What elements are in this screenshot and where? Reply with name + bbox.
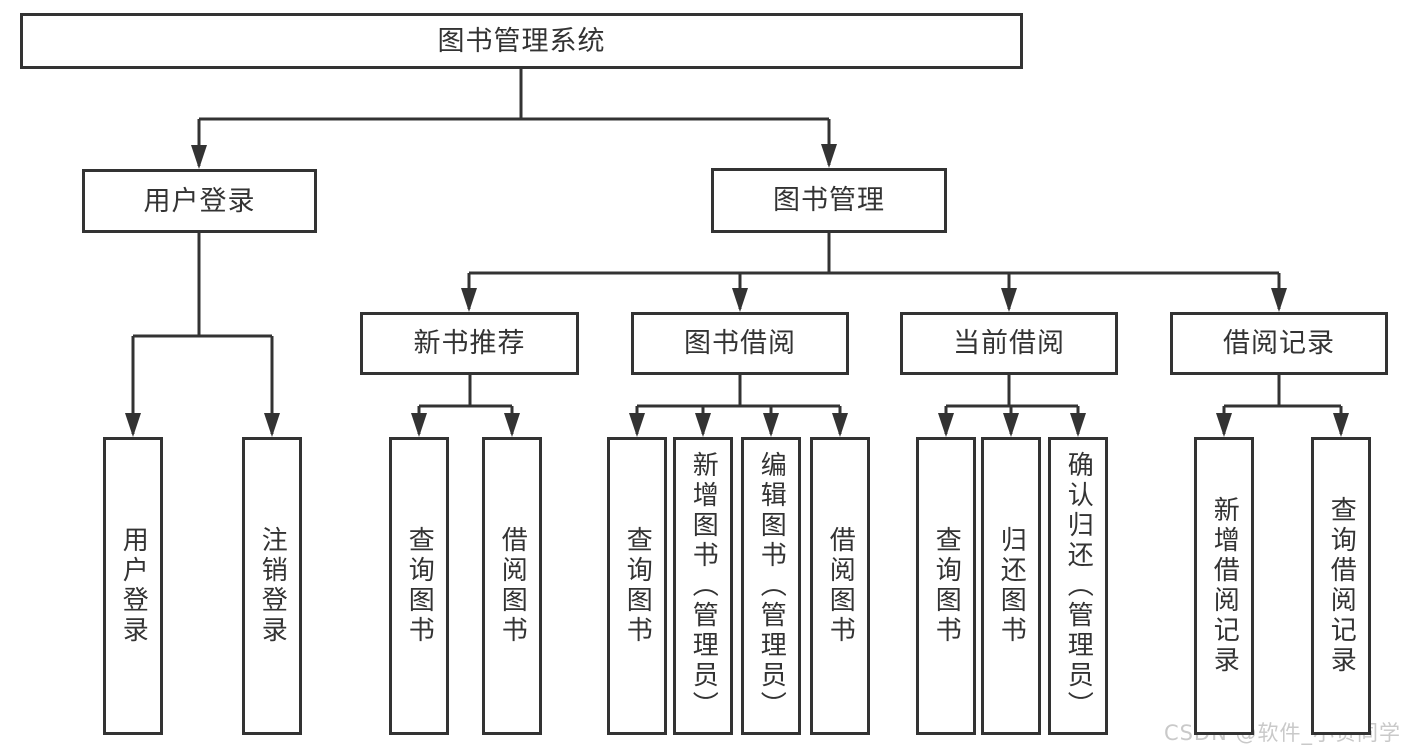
arrowhead-down-icon bbox=[125, 413, 141, 437]
arrowhead-down-icon bbox=[763, 413, 779, 437]
user-login-node: 用户登录 bbox=[82, 169, 317, 233]
leaf-query-books-recommend-label: 查询图书 bbox=[404, 526, 435, 646]
arrowhead-down-icon bbox=[504, 413, 520, 437]
new-book-recommend-node: 新书推荐 bbox=[360, 312, 579, 375]
leaf-confirm-return-admin-node: 确认归还（管理员） bbox=[1048, 437, 1108, 735]
borrowing-records-node: 借阅记录 bbox=[1170, 312, 1388, 375]
arrowhead-down-icon bbox=[1216, 413, 1232, 437]
book-management-node: 图书管理 bbox=[711, 168, 947, 233]
leaf-borrow-books-recommend-label: 借阅图书 bbox=[497, 526, 528, 646]
leaf-user-login-label: 用户登录 bbox=[118, 526, 149, 646]
leaf-query-books-recommend-node: 查询图书 bbox=[389, 437, 449, 735]
new-book-recommend-label: 新书推荐 bbox=[413, 328, 526, 359]
leaf-query-borrow-record-node: 查询借阅记录 bbox=[1311, 437, 1371, 735]
current-borrowing-node: 当前借阅 bbox=[900, 312, 1118, 375]
leaf-query-borrow-record-label: 查询借阅记录 bbox=[1326, 496, 1357, 676]
current-borrowing-label: 当前借阅 bbox=[953, 328, 1065, 359]
arrowhead-down-icon bbox=[732, 288, 748, 312]
leaf-return-books-label: 归还图书 bbox=[996, 526, 1027, 646]
leaf-add-books-admin-node: 新增图书（管理员） bbox=[673, 437, 733, 735]
arrowhead-down-icon bbox=[1333, 413, 1349, 437]
leaf-logout-label: 注销登录 bbox=[257, 526, 288, 646]
book-borrowing-label: 图书借阅 bbox=[684, 328, 796, 359]
leaf-borrow-books-recommend-node: 借阅图书 bbox=[482, 437, 542, 735]
arrowhead-down-icon bbox=[821, 144, 837, 168]
leaf-return-books-node: 归还图书 bbox=[981, 437, 1041, 735]
arrowhead-down-icon bbox=[695, 413, 711, 437]
arrowhead-down-icon bbox=[1003, 413, 1019, 437]
arrowhead-down-icon bbox=[1001, 288, 1017, 312]
book-borrowing-node: 图书借阅 bbox=[631, 312, 849, 375]
leaf-add-books-admin-label: 新增图书（管理员） bbox=[688, 451, 719, 721]
leaf-query-books-current-label: 查询图书 bbox=[931, 526, 962, 646]
arrowhead-down-icon bbox=[411, 413, 427, 437]
user-login-label: 用户登录 bbox=[143, 185, 256, 217]
leaf-query-books-current-node: 查询图书 bbox=[916, 437, 976, 735]
arrowhead-down-icon bbox=[264, 413, 280, 437]
arrowhead-down-icon bbox=[629, 413, 645, 437]
book-management-label: 图书管理 bbox=[773, 185, 885, 216]
arrowhead-down-icon bbox=[1271, 288, 1287, 312]
arrowhead-down-icon bbox=[461, 288, 477, 312]
leaf-logout-node: 注销登录 bbox=[242, 437, 302, 735]
arrowhead-down-icon bbox=[938, 413, 954, 437]
borrowing-records-label: 借阅记录 bbox=[1223, 328, 1335, 359]
arrowhead-down-icon bbox=[832, 413, 848, 437]
leaf-edit-books-admin-node: 编辑图书（管理员） bbox=[741, 437, 801, 735]
leaf-query-books-borrowing-label: 查询图书 bbox=[622, 526, 653, 646]
arrowhead-down-icon bbox=[191, 145, 207, 169]
leaf-add-borrow-record-label: 新增借阅记录 bbox=[1209, 496, 1240, 676]
leaf-edit-books-admin-label: 编辑图书（管理员） bbox=[756, 451, 787, 721]
leaf-add-borrow-record-node: 新增借阅记录 bbox=[1194, 437, 1254, 735]
root-label: 图书管理系统 bbox=[437, 25, 606, 57]
leaf-borrow-books-borrowing-label: 借阅图书 bbox=[825, 526, 856, 646]
arrowhead-down-icon bbox=[1070, 413, 1086, 437]
root-node: 图书管理系统 bbox=[20, 13, 1023, 69]
leaf-borrow-books-borrowing-node: 借阅图书 bbox=[810, 437, 870, 735]
leaf-query-books-borrowing-node: 查询图书 bbox=[607, 437, 667, 735]
leaf-confirm-return-admin-label: 确认归还（管理员） bbox=[1063, 451, 1094, 721]
leaf-user-login-node: 用户登录 bbox=[103, 437, 163, 735]
